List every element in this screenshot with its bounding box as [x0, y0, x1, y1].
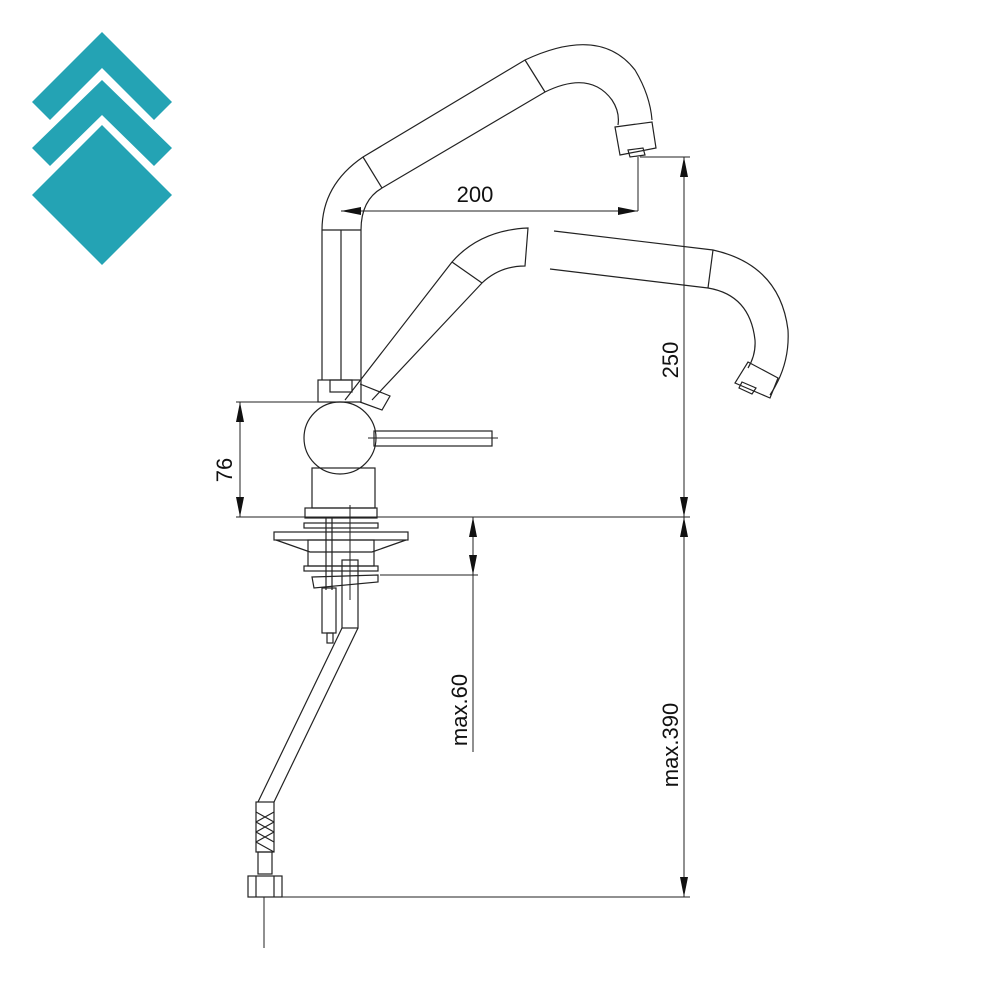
dimension-label-250: 250	[658, 342, 683, 379]
dimension-label-max-390: max.390	[658, 703, 683, 787]
dimension-max-60: max.60	[380, 517, 478, 752]
brand-logo	[32, 32, 172, 265]
dimension-label-max-60: max.60	[447, 674, 472, 746]
dimension-max-390: max.390	[265, 517, 690, 898]
logo-chevron-middle	[32, 80, 172, 166]
logo-diamond	[32, 125, 172, 265]
dimension-76: 76	[212, 401, 320, 517]
faucet-body	[273, 379, 498, 644]
spout-upper-position	[321, 44, 657, 380]
dimension-200: 200	[341, 157, 639, 215]
dimension-label-200: 200	[457, 182, 494, 207]
dimension-label-76: 76	[212, 458, 237, 482]
logo-chevron-top	[32, 32, 172, 120]
supply-hose	[247, 627, 359, 948]
spout-lower-position	[344, 227, 789, 401]
dimension-250: 250	[640, 156, 690, 517]
